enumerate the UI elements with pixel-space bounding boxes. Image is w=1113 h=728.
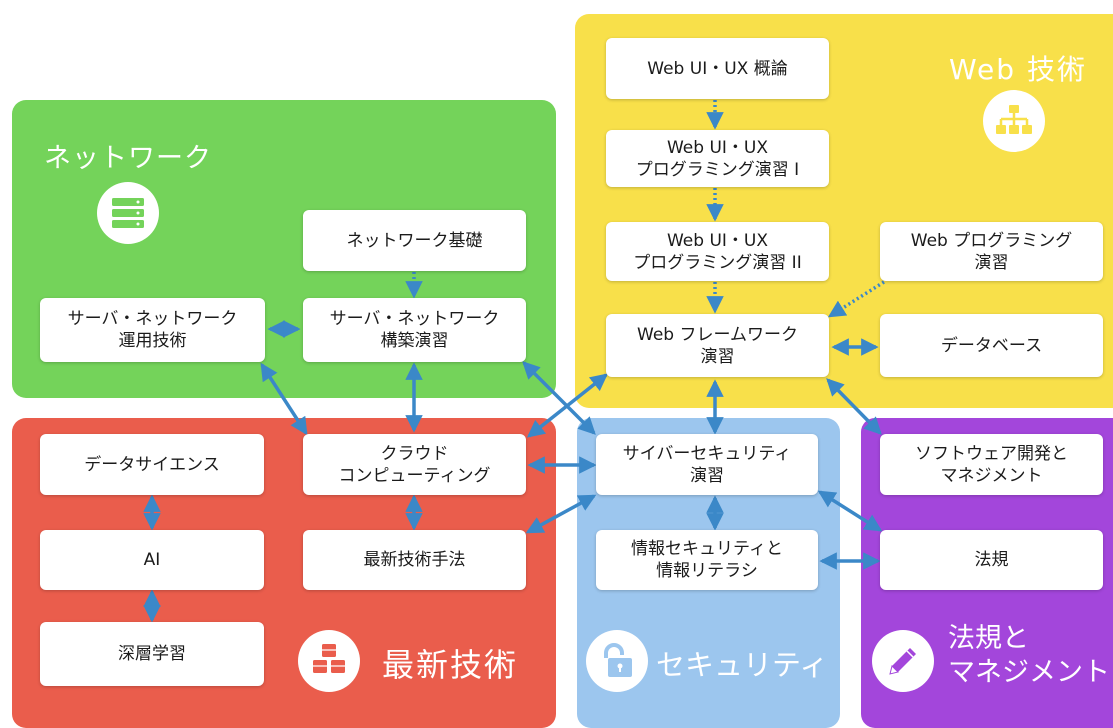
node-web-programming: Web プログラミング 演習 [880,222,1103,281]
node-web-ux-intro: Web UI・UX 概論 [606,38,829,99]
region-title-security: セキュリティ [656,648,829,682]
cubes-icon [298,630,360,692]
connection-lines [143,100,885,623]
node-software-dev-management: ソフトウェア開発と マネジメント [880,434,1103,495]
node-web-ux-programming-2: Web UI・UX プログラミング演習 II [606,222,829,281]
link-web-fw-cloud [526,373,609,438]
node-cloud-computing: クラウド コンピューティング [303,434,526,495]
region-title-latest: 最新技術 [382,646,519,684]
node-server-network-operations: サーバ・ネットワーク 運用技術 [40,298,265,362]
node-latest-tech-methods: 最新技術手法 [303,530,526,590]
pencil-icon [872,630,934,692]
node-law: 法規 [880,530,1103,590]
node-web-framework: Web フレームワーク 演習 [606,314,829,377]
node-deep-learning: 深層学習 [40,622,264,686]
sitemap-icon [983,90,1045,152]
server-icon [97,182,159,244]
node-info-security: 情報セキュリティと 情報リテラシ [596,530,818,590]
node-data-science: データサイエンス [40,434,264,495]
region-title-web: Web 技術 [949,53,1087,86]
link-web-prog-to-web-fw [827,280,885,318]
region-title-network: ネットワーク [44,143,212,174]
link-server-ops-cloud [260,362,308,436]
region-title-law: 法規と マネジメント [948,623,1110,688]
node-network-basics: ネットワーク基礎 [303,210,526,271]
node-cyber-security: サイバーセキュリティ 演習 [596,434,818,495]
node-server-network-build: サーバ・ネットワーク 構築演習 [303,298,526,362]
node-web-ux-programming-1: Web UI・UX プログラミング演習 I [606,130,829,187]
link-cyber-law [817,490,883,532]
node-database: データベース [880,314,1103,377]
unlock-icon [586,630,648,692]
link-web-fw-sw-dev [826,378,882,435]
link-server-build-cyber [522,361,596,435]
link-cyber-latest-methods [525,494,597,534]
node-ai: AI [40,530,264,590]
